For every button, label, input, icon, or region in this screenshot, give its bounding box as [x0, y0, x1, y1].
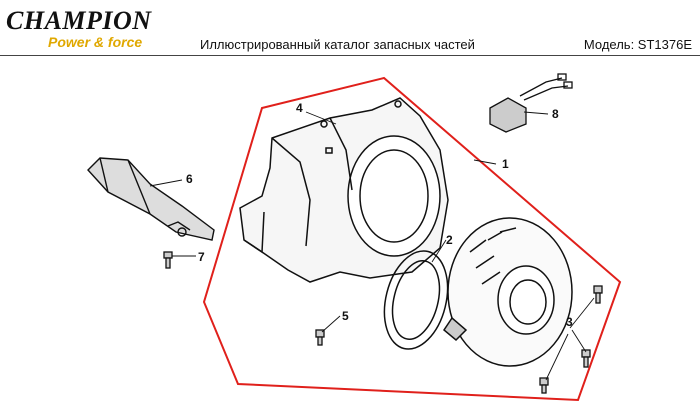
leader-3a: [569, 297, 595, 329]
brand-tagline: Power & force: [48, 34, 143, 50]
catalog-title: Иллюстрированный каталог запасных частей: [200, 37, 475, 52]
callout-6: 6: [186, 172, 193, 186]
leader-6: [149, 179, 183, 187]
part-3-bolt-c: [539, 377, 549, 394]
part-3-bolt-b: [581, 349, 591, 368]
callout-3: 3: [566, 315, 573, 329]
part-4-shroud: [239, 97, 449, 283]
leader-4: [305, 111, 337, 125]
callout-7: 7: [198, 250, 205, 264]
part-6-bracket: [87, 157, 215, 241]
callout-2: 2: [446, 233, 453, 247]
parts-diagram: 1 2 3 4 5 6 7 8: [87, 73, 622, 402]
part-8-switch: [489, 73, 573, 133]
model-label: Модель: ST1376E: [583, 37, 692, 52]
part-1-recoil-starter: [443, 217, 573, 367]
part-2-ring: [383, 250, 449, 350]
callout-5: 5: [342, 309, 349, 323]
header: CHAMPION Power & force Иллюстрированный …: [0, 0, 700, 56]
leader-8: [523, 111, 549, 115]
brand-logo: CHAMPION Power & force: [6, 6, 166, 50]
callout-1: 1: [502, 157, 509, 171]
assembly-outline: [202, 76, 622, 402]
leader-3c: [545, 333, 569, 381]
part-3-bolts: [539, 285, 603, 394]
brand-name: CHAMPION: [6, 6, 152, 35]
leader-2: [431, 239, 447, 263]
part-7-bolt: [163, 251, 173, 269]
part-5-bolt: [315, 329, 325, 346]
leader-lines: [149, 111, 595, 381]
callout-4: 4: [296, 101, 303, 115]
leader-5: [321, 315, 341, 333]
leader-3b: [571, 329, 587, 353]
part-3-bolt-a: [593, 285, 603, 304]
callout-8: 8: [552, 107, 559, 121]
header-divider: [0, 55, 700, 56]
leader-1: [473, 159, 497, 165]
